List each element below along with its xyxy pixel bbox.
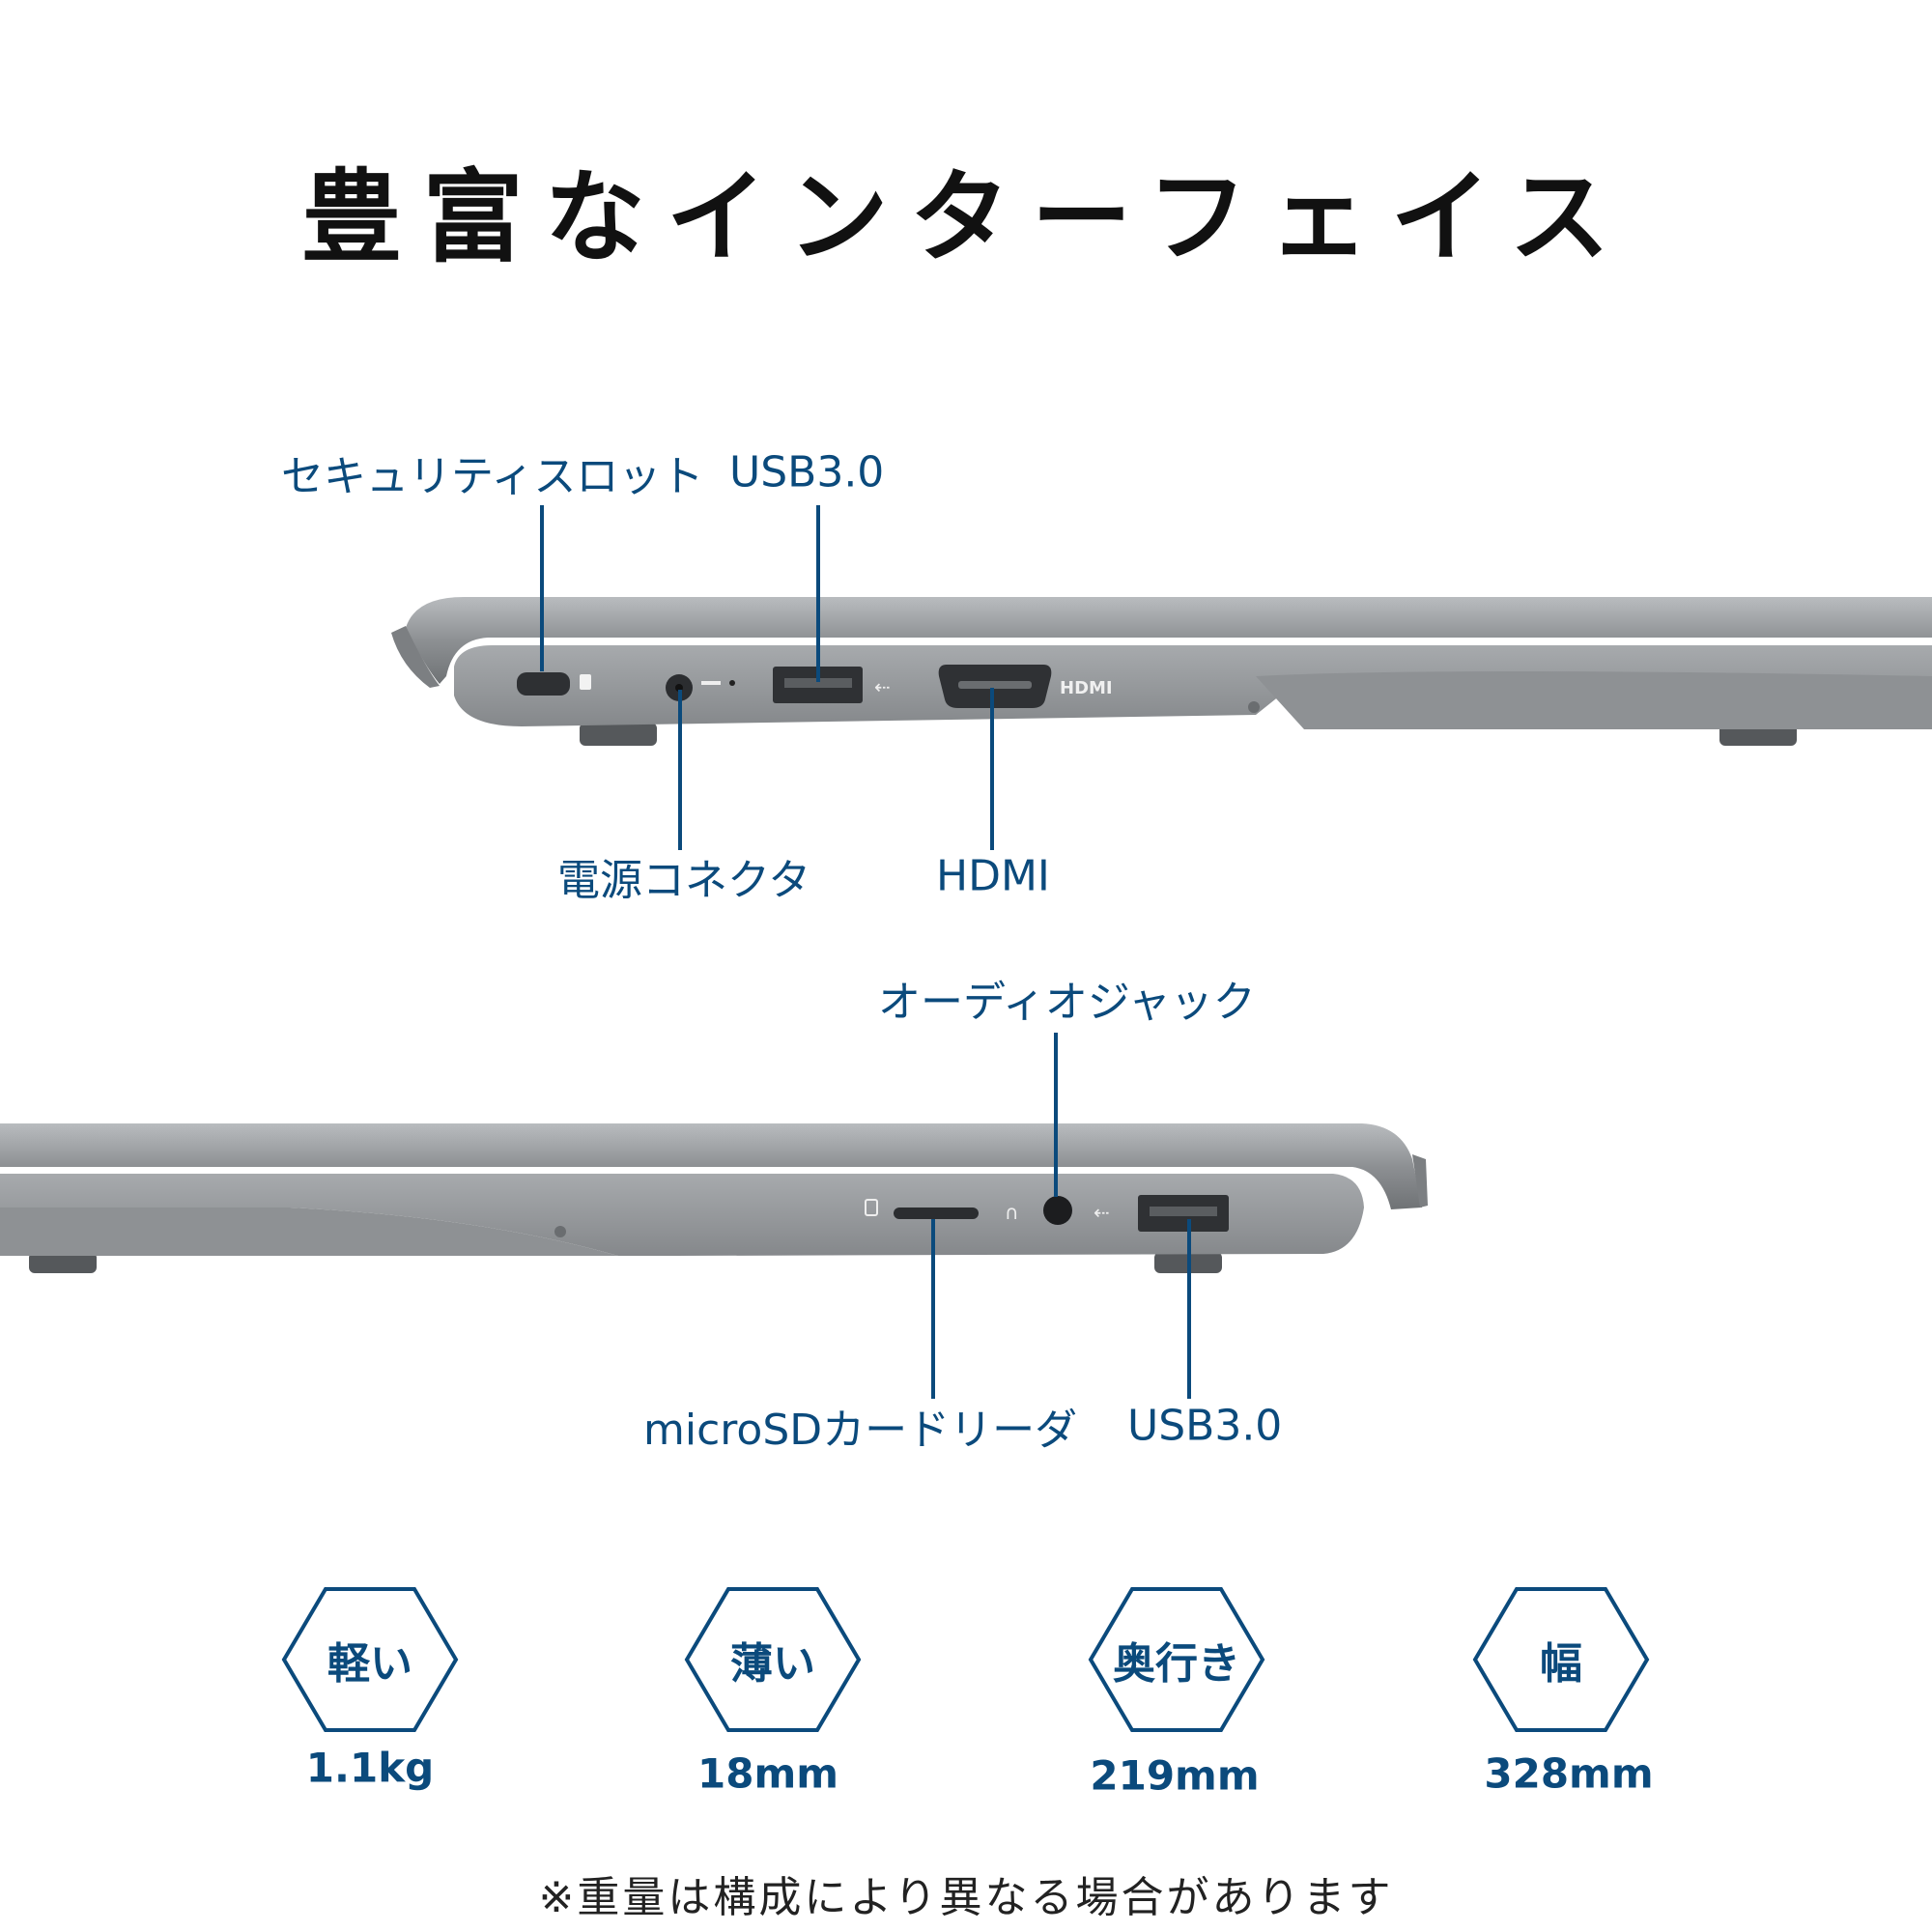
spec-value: 18mm	[697, 1749, 838, 1798]
security-slot-port	[517, 672, 570, 696]
usb-icon: ⇠	[874, 675, 891, 698]
spec-label: 幅	[1540, 1639, 1582, 1689]
audio-jack-port	[1043, 1196, 1072, 1225]
spec-badge-thickness: 薄い	[684, 1587, 862, 1732]
footnote: ※重量は構成により異なる場合があります	[538, 1873, 1394, 1922]
spec-label: 薄い	[730, 1639, 815, 1689]
laptop-foot	[580, 723, 657, 746]
leader-line-hdmi	[990, 688, 994, 850]
spec-value: 328mm	[1484, 1749, 1654, 1798]
spec-label: 奥行き	[1113, 1639, 1240, 1689]
headphone-icon: ∩	[1005, 1201, 1019, 1224]
leader-line-usb-left	[816, 505, 820, 682]
label-usb-right: USB3.0	[1127, 1401, 1283, 1451]
label-power-connector: 電源コネクタ	[557, 856, 811, 905]
leader-line-power	[678, 690, 682, 850]
laptop-foot	[29, 1252, 97, 1273]
hdmi-port-marking: HDMI	[1060, 678, 1113, 698]
spec-value: 219mm	[1090, 1751, 1260, 1800]
spec-badge-weight: 軽い	[281, 1587, 459, 1732]
spec-badge-depth: 奥行き	[1088, 1587, 1265, 1732]
lock-icon	[580, 674, 591, 690]
dc-icon	[701, 681, 721, 685]
label-security-slot: セキュリティスロット	[281, 452, 704, 501]
leader-line-audio	[1054, 1033, 1058, 1197]
laptop-left-side: ⇠ HDMI	[391, 597, 1932, 746]
label-usb-left: USB3.0	[729, 447, 885, 497]
spec-badge-width: 幅	[1472, 1587, 1650, 1732]
label-hdmi: HDMI	[936, 851, 1050, 901]
label-audio-jack: オーディオジャック	[878, 978, 1256, 1027]
spec-value: 1.1kg	[305, 1744, 435, 1792]
hexagon-icon	[684, 1587, 862, 1732]
usb-icon: ⇠	[1094, 1201, 1110, 1224]
leader-line-microsd	[931, 1219, 935, 1399]
microsd-slot	[894, 1208, 979, 1219]
hexagon-icon	[281, 1587, 459, 1732]
leader-line-security	[540, 505, 544, 671]
leader-line-usb-right	[1187, 1219, 1191, 1399]
page-title: 豊富なインターフェイス	[300, 158, 1632, 276]
sd-card-icon	[865, 1199, 878, 1216]
hexagon-icon	[1472, 1587, 1650, 1732]
label-microsd: microSDカードリーダ	[643, 1406, 1078, 1455]
laptop-right-side: ∩ ⇠	[0, 1123, 1428, 1273]
hexagon-icon	[1088, 1587, 1265, 1732]
spec-label: 軽い	[327, 1639, 412, 1689]
